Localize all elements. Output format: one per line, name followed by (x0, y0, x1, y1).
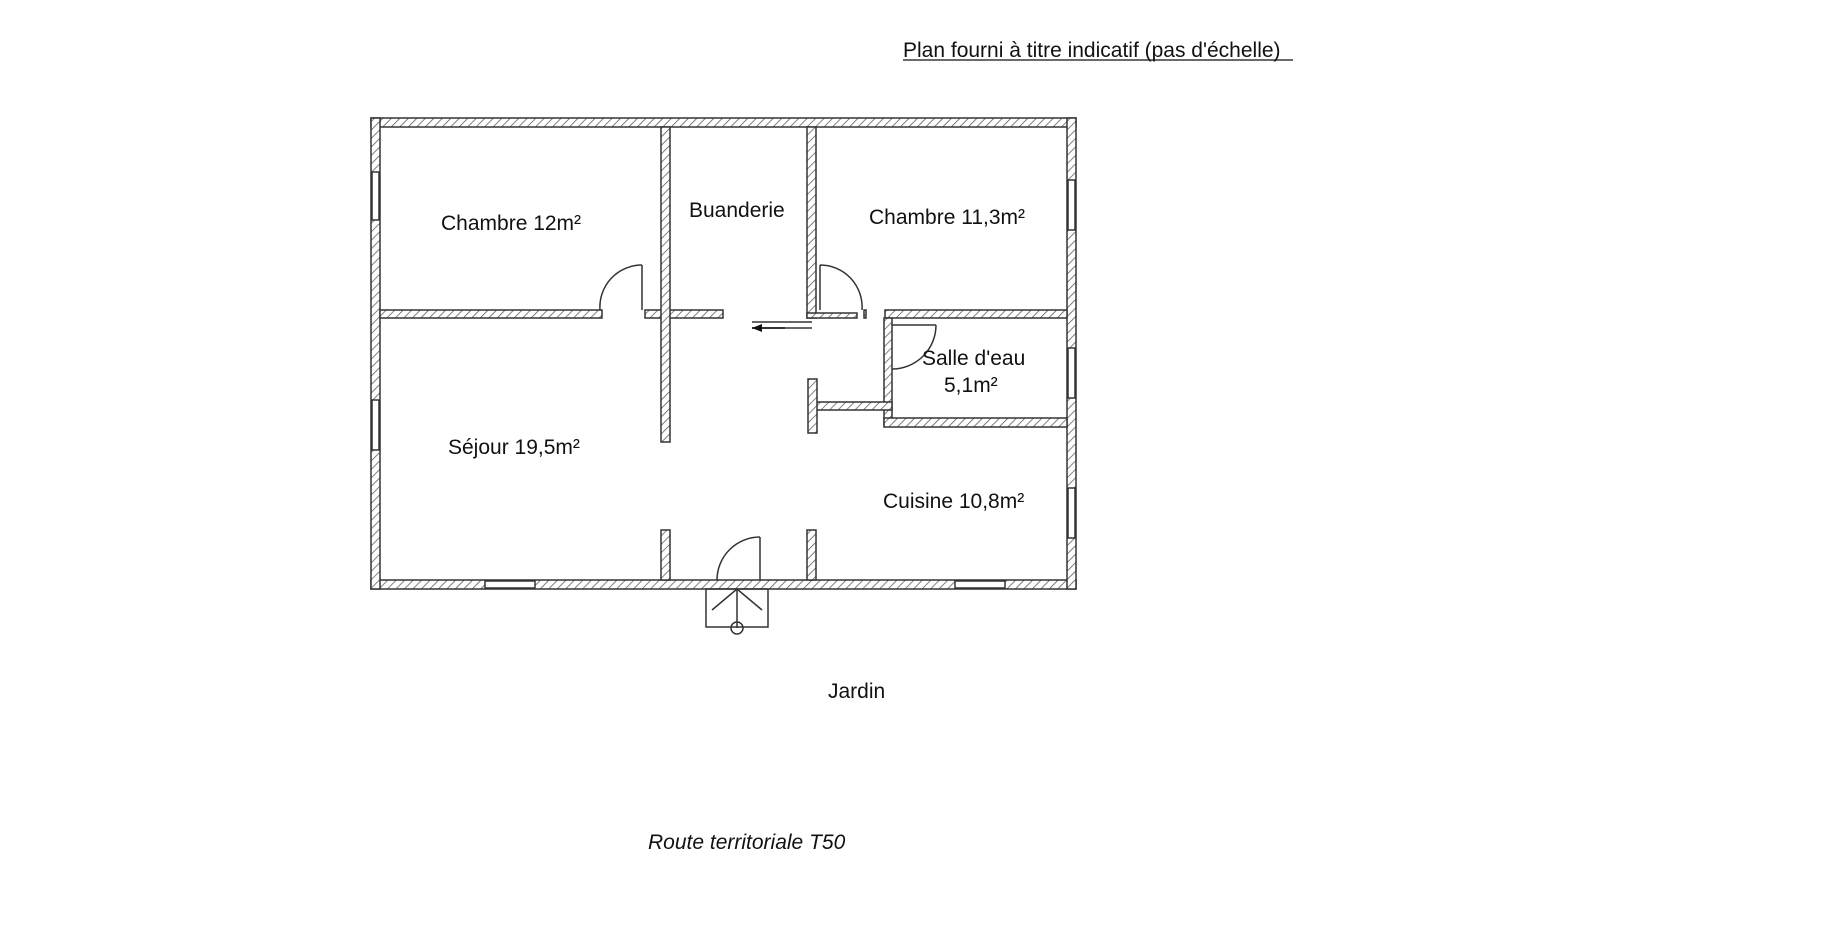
interior-walls (379, 126, 1068, 581)
room-label-cuisine: Cuisine 10,8m² (883, 490, 1024, 513)
corridor-arrow-icon (752, 321, 812, 332)
window-chambre-1 (371, 171, 380, 221)
label-route: Route territoriale T50 (648, 831, 846, 854)
room-label-chambre-1: Chambre 12m² (441, 212, 581, 235)
wall-stub-left (660, 529, 671, 581)
window-salle-eau (1067, 347, 1076, 399)
door-chambre-2 (819, 264, 863, 311)
plan-note: Plan fourni à titre indicatif (pas d'éch… (903, 39, 1281, 62)
room-label-salle-eau: Salle d'eau (922, 347, 1025, 370)
window-sejour (371, 399, 380, 451)
window-cuisine (1067, 487, 1076, 539)
wall-chambre1-buanderie (660, 126, 671, 443)
wall-chambre1-sejour-a (379, 309, 603, 319)
wall-entry-stub (807, 378, 818, 434)
entrance-step (705, 588, 769, 635)
wall-chambre1-sejour-b (644, 309, 724, 319)
room-label-chambre-2: Chambre 11,3m² (869, 206, 1025, 229)
wall-stub-right (806, 529, 817, 581)
wall-left (370, 117, 381, 590)
wall-buanderie-chambre2 (806, 126, 817, 319)
window-chambre-2 (1067, 179, 1076, 231)
window-sejour-bottom (484, 580, 536, 589)
label-jardin: Jardin (828, 680, 885, 703)
door-salle-eau (891, 324, 937, 370)
wall-chambre2-bottom-b (884, 309, 1068, 319)
wall-entry-return (815, 401, 893, 411)
room-label-buanderie: Buanderie (689, 199, 785, 222)
wall-top (370, 117, 1077, 128)
door-chambre-1 (599, 264, 643, 311)
window-cuisine-bottom (954, 580, 1006, 589)
wall-salle-eau-bottom (883, 417, 1068, 428)
room-label-salle-eau-area: 5,1m² (944, 374, 998, 397)
doors (599, 264, 937, 581)
room-label-sejour: Séjour 19,5m² (448, 436, 580, 459)
windows (371, 171, 1076, 589)
wall-chambre2-bottom-stub (863, 309, 867, 319)
wall-chambre2-bottom-a (806, 312, 858, 319)
door-entrance (716, 536, 761, 581)
